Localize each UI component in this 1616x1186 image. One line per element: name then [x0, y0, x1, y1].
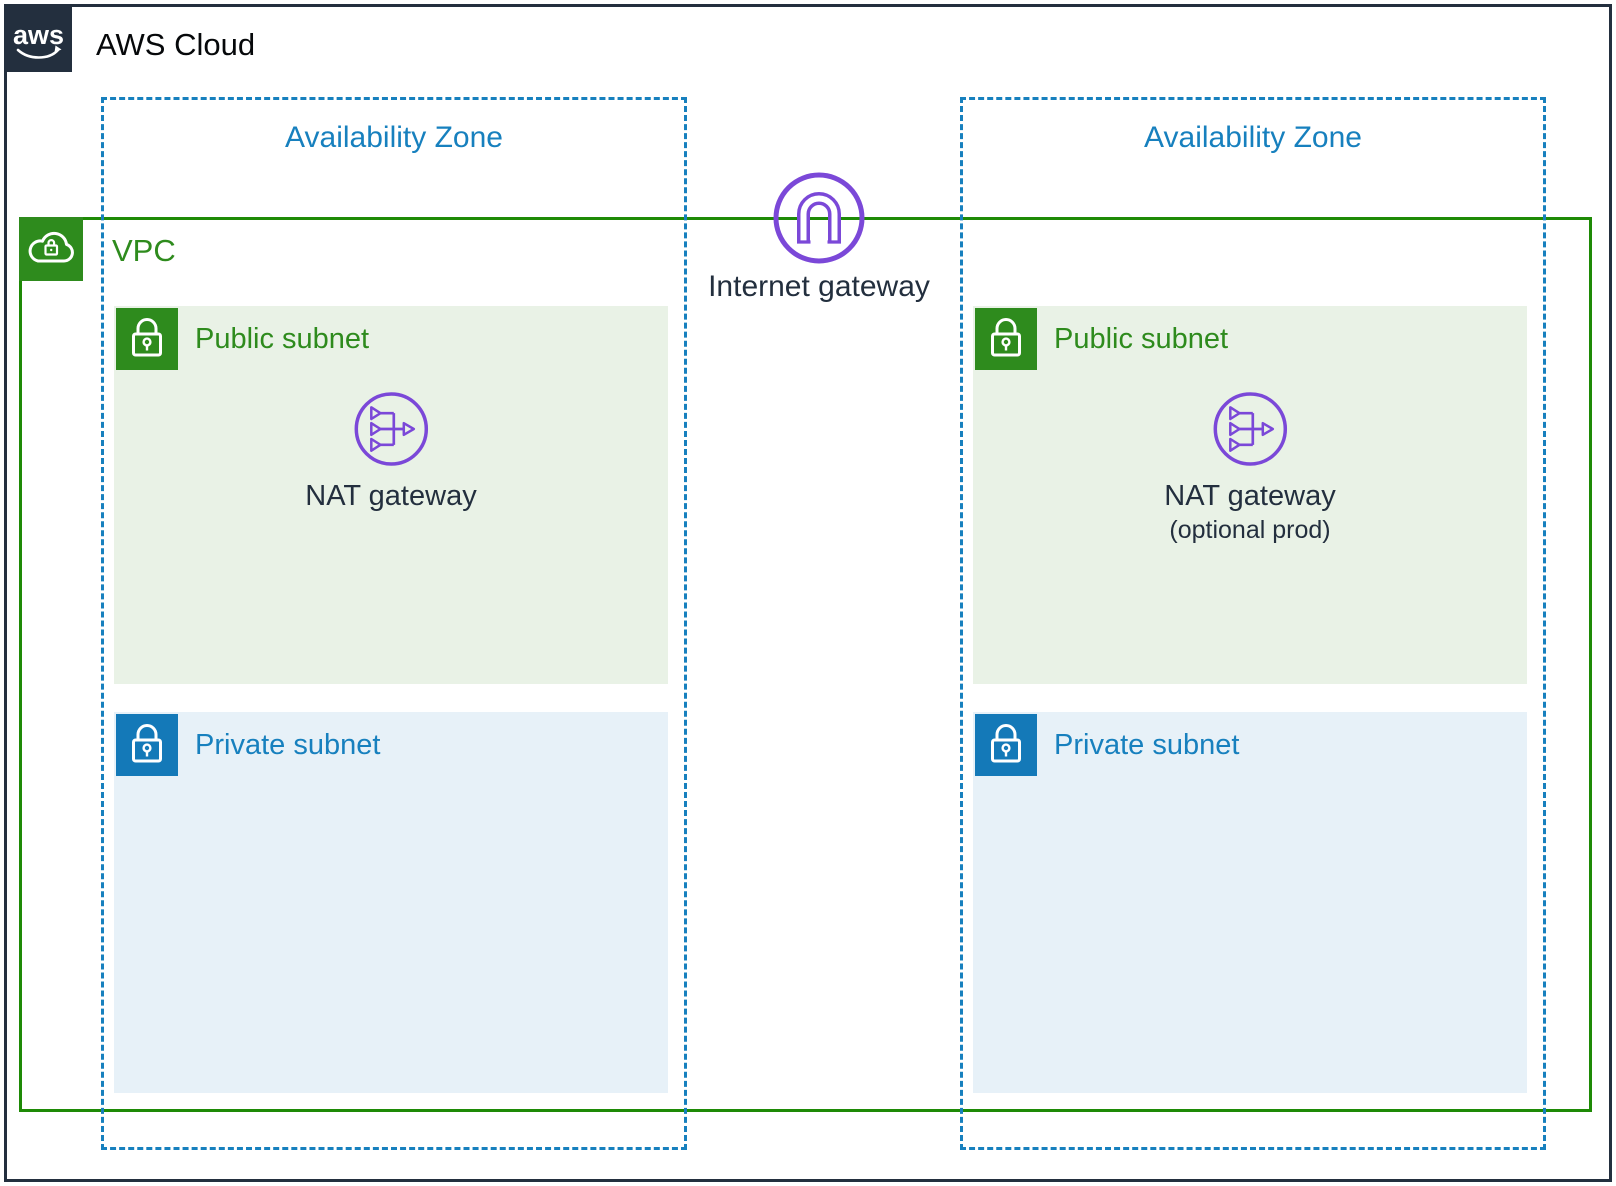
availability-zone-1: Availability Zone — [101, 97, 687, 1150]
private-subnet-header: Private subnet — [114, 712, 668, 776]
vpc-icon — [19, 217, 83, 281]
availability-zone-2: Availability Zone — [960, 97, 1546, 1150]
private-subnet-lock-icon — [975, 714, 1037, 776]
public-subnet-2: Public subnet — [973, 306, 1527, 684]
aws-cloud-label: AWS Cloud — [96, 27, 256, 62]
public-subnet-header: Public subnet — [114, 306, 668, 370]
private-subnet-lock-icon — [116, 714, 178, 776]
internet-gateway-label: Internet gateway — [708, 270, 930, 303]
cloud-lock-icon — [19, 217, 83, 281]
public-subnet-lock-icon — [116, 308, 178, 370]
nat-gateway-sublabel: (optional prod) — [1169, 516, 1331, 544]
private-subnet-1: Private subnet — [114, 712, 668, 1093]
private-subnet-label: Private subnet — [1054, 728, 1240, 761]
nat-gateway-icon — [354, 392, 428, 466]
nat-gateway-icon — [1213, 392, 1287, 466]
public-subnet-label: Public subnet — [195, 322, 370, 355]
private-subnet-2: Private subnet — [973, 712, 1527, 1093]
nat-gateway-label: NAT gateway — [305, 480, 477, 512]
private-subnet-label: Private subnet — [195, 728, 381, 761]
availability-zone-label: Availability Zone — [285, 121, 503, 154]
svg-text:aws: aws — [13, 20, 64, 50]
vpc-label: VPC — [112, 233, 176, 268]
nat-gateway-label: NAT gateway — [1164, 480, 1336, 512]
public-subnet-label: Public subnet — [1054, 322, 1229, 355]
nat-gateway-node-1: NAT gateway — [305, 389, 477, 513]
public-subnet-1: Public subnet — [114, 306, 668, 684]
availability-zone-label: Availability Zone — [1144, 121, 1362, 154]
aws-cloud-border — [4, 4, 1612, 1182]
public-subnet-lock-icon — [975, 308, 1037, 370]
internet-gateway-icon — [771, 170, 867, 266]
public-subnet-header: Public subnet — [973, 306, 1527, 370]
nat-gateway-node-2: NAT gateway (optional prod) — [1164, 389, 1336, 545]
aws-logo-icon: aws — [5, 5, 72, 72]
private-subnet-header: Private subnet — [973, 712, 1527, 776]
aws-logo-glyph: aws — [13, 20, 64, 59]
